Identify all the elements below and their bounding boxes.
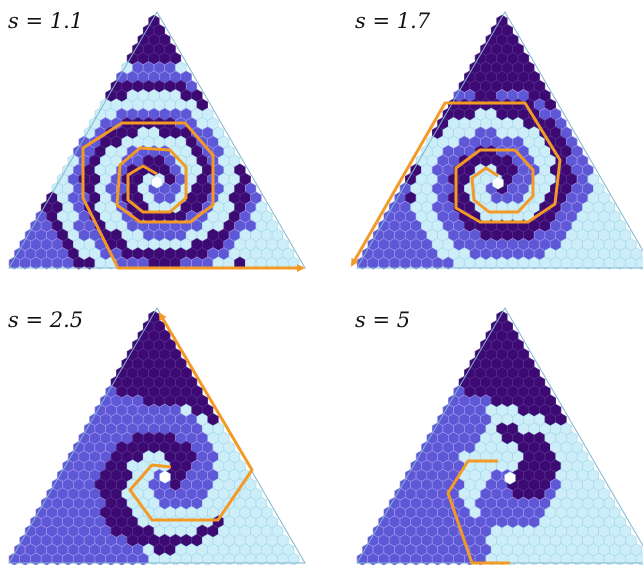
hex-cell-mid [19, 256, 31, 270]
hex-cell-light [550, 256, 562, 270]
panel-2-orange-path [350, 101, 562, 267]
hex-cell-light [625, 256, 637, 270]
panel-3-center-cell [159, 470, 171, 484]
hex-cell-light [453, 256, 465, 270]
hex-cell-light [603, 256, 615, 270]
hex-cell-light [571, 256, 583, 270]
hex-cell-mid [388, 256, 401, 270]
hex-cell-mid [40, 256, 53, 270]
hex-cell-mid [421, 256, 433, 270]
hex-cell-light [560, 256, 573, 270]
panel-1-hex-grid [8, 14, 300, 270]
hex-cell-mid [30, 256, 42, 270]
panel-4-hex-grid [356, 310, 643, 565]
hex-cell-light [593, 256, 605, 270]
hex-cell-dark [83, 256, 96, 270]
panel-3-hex-grid [8, 310, 300, 565]
hex-cell-mid [62, 256, 74, 270]
hex-cell-light [517, 256, 530, 270]
hex-cell-light [496, 256, 508, 270]
hex-cell-light [464, 256, 476, 270]
hex-cell-mid [367, 256, 379, 270]
hex-cell-light [287, 552, 300, 565]
hex-cell-light [614, 256, 626, 270]
panel-2-hex-grid [356, 14, 643, 270]
panel-4-orange-path [446, 459, 510, 565]
hex-cell-light [635, 256, 643, 270]
hex-cell-mid [431, 256, 444, 270]
panel-label-2: s = 1.7 [355, 9, 431, 33]
panel-label-1: s = 1.1 [8, 9, 84, 33]
hex-cell-light [485, 256, 497, 270]
panel-1-orange-path [81, 121, 305, 272]
hex-cell-mid [410, 256, 422, 270]
hex-cell-light [635, 552, 643, 565]
hex-cell-mid [399, 256, 411, 270]
panel-label-4: s = 5 [355, 308, 411, 332]
hex-cell-mid [442, 256, 454, 270]
hex-cell-dark [73, 256, 85, 270]
hex-cell-light [94, 256, 106, 270]
hex-cell-light [582, 256, 594, 270]
panel-2-triangle-outline [356, 11, 643, 269]
hex-cell-mid [51, 256, 63, 270]
hex-cell-light [539, 256, 551, 270]
panel-2-center-cell [492, 176, 504, 190]
hex-cell-mid [378, 256, 390, 270]
panel-4-center-cell [504, 471, 516, 485]
hex-cell-light [507, 256, 519, 270]
panel-1-center-cell [151, 175, 163, 189]
panel-label-3: s = 2.5 [8, 308, 84, 332]
hex-cell-light [474, 256, 487, 270]
panel-3-orange-path [128, 312, 254, 522]
hex-cell-light [528, 256, 540, 270]
